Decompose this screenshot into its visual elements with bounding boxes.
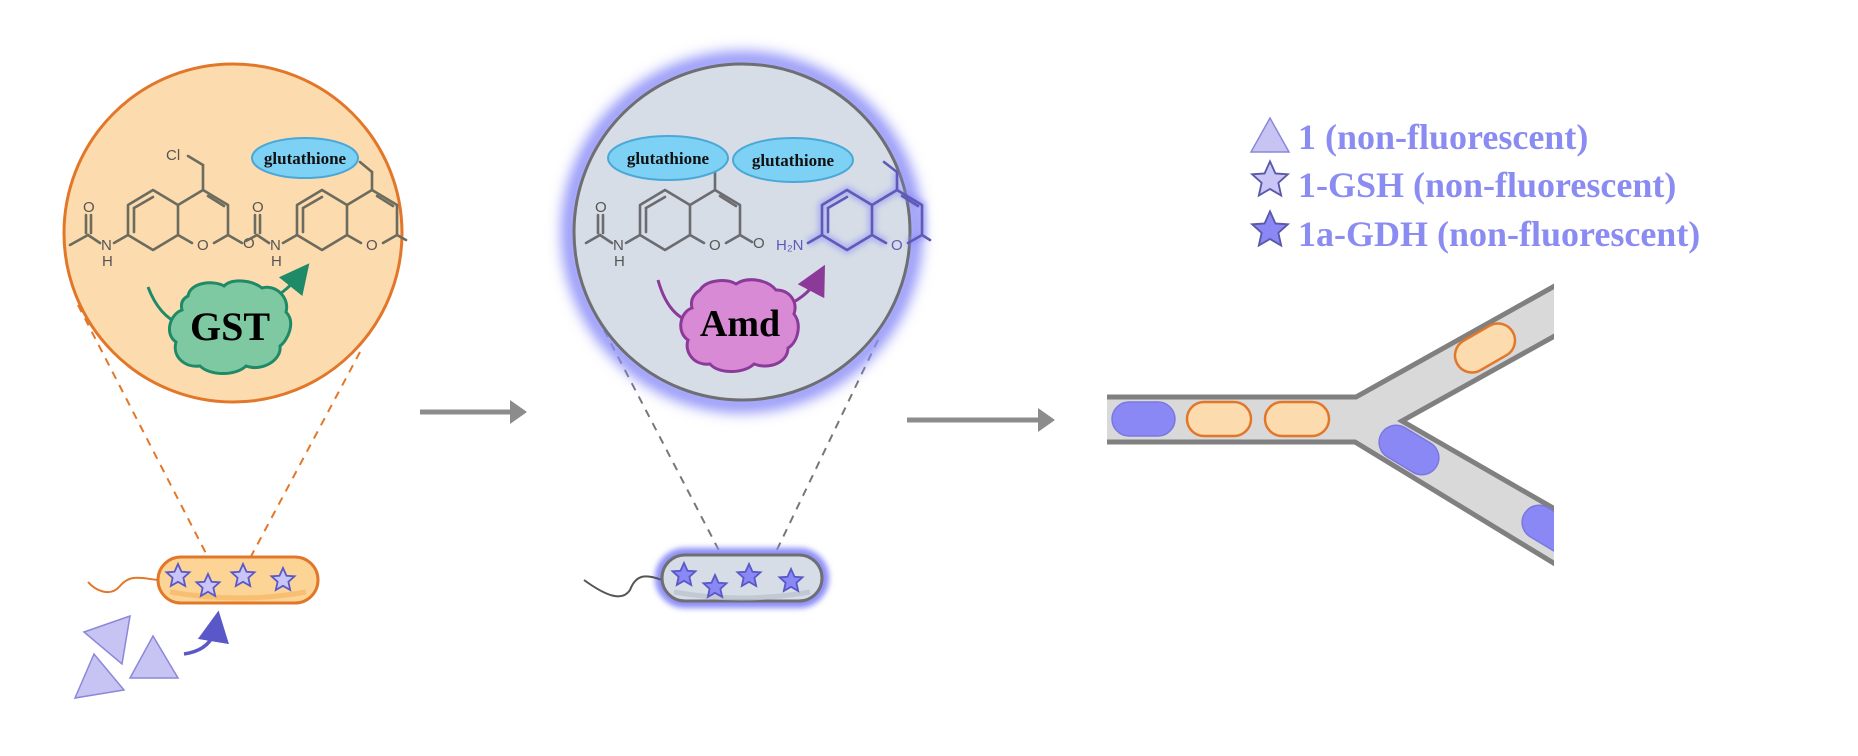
uptake-arrow-icon	[183, 610, 229, 656]
arrow-right-icon	[420, 400, 527, 424]
atom-n: N	[270, 237, 281, 254]
atom-o-carbonyl: O	[83, 199, 95, 216]
substrate-molecule	[68, 154, 244, 252]
glutathione-label-left: glutathione	[627, 149, 710, 168]
atom-o-carbonyl: O	[595, 199, 607, 216]
channel-wall-bottom	[1107, 439, 1554, 567]
atom-o-carbonyl: O	[252, 199, 264, 216]
flagellum	[583, 575, 663, 598]
atom-n: N	[613, 237, 624, 254]
atom-o-keto: O	[753, 235, 765, 252]
triangle-icon	[73, 652, 126, 699]
glutathione-label-right: glutathione	[752, 151, 835, 170]
cell-fluorescent	[1521, 504, 1554, 556]
glutathione-label: glutathione	[264, 149, 347, 168]
gst-label: GST	[190, 304, 270, 349]
amd-label: Amd	[700, 303, 780, 345]
legend-item-label: 1-GSH (non-fluorescent)	[1298, 165, 1676, 205]
atom-h: H	[102, 253, 113, 270]
cell-fluorescent	[1378, 424, 1440, 476]
gsh-conjugate-molecule	[584, 168, 754, 252]
channel-wall-top	[1107, 283, 1554, 400]
atom-o-ring: O	[891, 237, 903, 254]
atom-o-keto: O	[243, 235, 255, 252]
zoom-line-left	[77, 304, 213, 566]
bacterium-fluorescent	[583, 548, 829, 608]
triangle-icon	[82, 614, 131, 666]
atom-o-ring: O	[709, 237, 721, 254]
legend: 1 (non-fluorescent) 1-GSH (non-fluoresce…	[1249, 116, 1700, 254]
microfluidic-sorter	[1107, 283, 1554, 567]
panel-amd-deacetylation: N H O O O	[562, 52, 932, 608]
flagellum	[87, 576, 159, 594]
atom-o-ring: O	[366, 237, 378, 254]
glutathione-tag	[251, 137, 359, 179]
zoom-line-right	[247, 351, 361, 563]
gsh-conjugate-molecule	[244, 160, 408, 252]
zoom-line-right	[771, 339, 879, 561]
atom-cl: Cl	[166, 147, 180, 164]
legend-item-label: 1a-GDH (non-fluorescent)	[1298, 214, 1700, 254]
atom-h: H	[271, 253, 282, 270]
star-outline-icon	[1251, 160, 1289, 197]
arrow-right-icon	[907, 408, 1055, 432]
cell-non-fluorescent	[1263, 400, 1331, 438]
circle-glow	[562, 52, 922, 412]
cell-non-fluorescent	[1185, 400, 1253, 438]
triangle-icon	[1249, 116, 1291, 153]
star-filled-icon	[1251, 210, 1289, 247]
atom-h: H	[614, 253, 625, 270]
panel-gst-conjugation: Cl N H O O O N H O O glutathione	[62, 62, 408, 699]
glutathione-tag-right	[732, 137, 854, 183]
substrate-triangles	[73, 610, 229, 699]
glutathione-tag-left	[607, 135, 729, 181]
cell-fluorescent	[1111, 401, 1176, 437]
channel-wall-middle	[1396, 333, 1554, 512]
bacterium-non-fluorescent	[87, 555, 320, 605]
gst-enzyme-blob	[167, 279, 293, 375]
atom-o-ring: O	[197, 237, 209, 254]
atom-n: N	[101, 237, 112, 254]
fluorescent-product-molecule	[806, 160, 932, 255]
legend-item-label: 1 (non-fluorescent)	[1298, 117, 1588, 157]
cell-non-fluorescent	[1453, 322, 1517, 374]
amd-enzyme-blob	[679, 278, 800, 373]
triangle-icon	[128, 634, 180, 679]
atom-amine: H₂N	[776, 237, 804, 254]
